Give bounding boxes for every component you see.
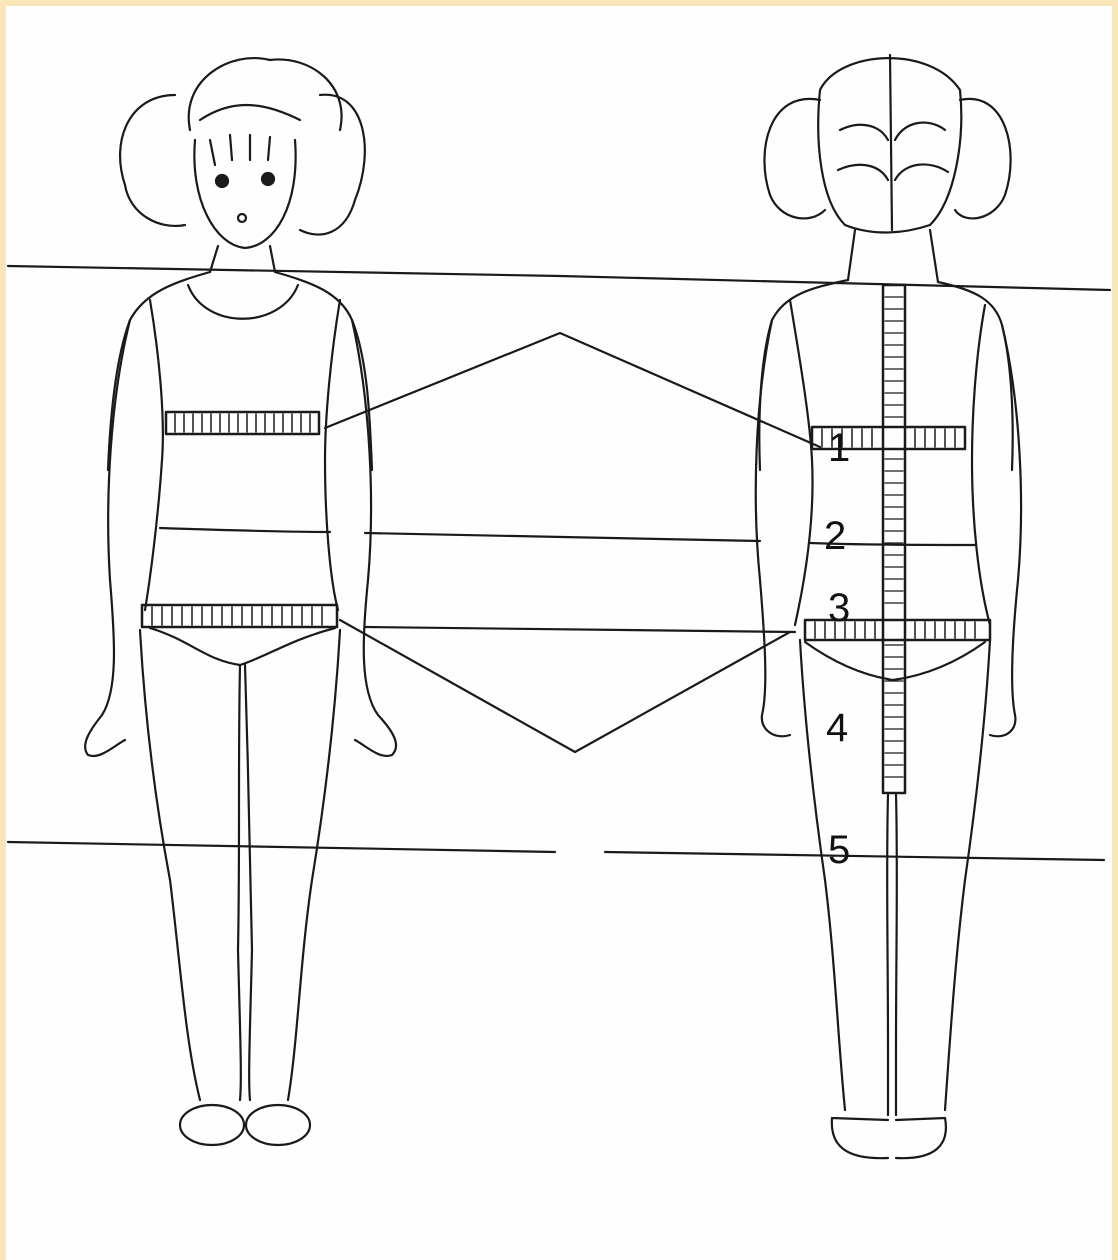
back-figure [756,55,1021,1158]
front-waist-line [160,528,330,532]
front-chest-tape-ticks [175,414,310,432]
front-chest-tape [166,412,319,434]
front-right-eye [262,173,274,185]
front-right-shoe [246,1105,310,1145]
front-legs [140,630,340,1100]
front-left-eye [216,175,228,187]
front-torso [108,272,372,610]
shoulder-guide-line [8,266,1110,290]
front-left-shoe [180,1105,244,1145]
back-underwear [805,642,985,680]
knee-guide-line [8,842,1104,860]
front-figure [85,58,396,1145]
front-underwear [150,628,335,665]
back-vertical-tape-ticks [885,297,903,777]
measurement-label-4: 4 [826,708,848,748]
front-mouth [238,214,246,222]
measurement-label-3: 3 [828,588,850,628]
front-neck [210,246,275,272]
front-hip-tape-ticks [152,607,322,625]
back-torso [759,280,1012,625]
connector-lines [325,333,820,752]
chest-connector-line [325,333,820,447]
back-neck [848,230,938,282]
measurement-label-2: 2 [824,516,846,556]
back-hair [764,55,1010,233]
measurement-label-5: 5 [828,830,850,870]
hip-guide-line [365,627,795,632]
measurement-label-1: 1 [828,428,850,468]
back-shoes [832,1118,946,1158]
guide-lines [8,266,1110,860]
back-arms [756,320,1021,736]
hip-connector-line [340,620,790,752]
front-face [194,140,295,248]
front-hair [120,58,365,234]
